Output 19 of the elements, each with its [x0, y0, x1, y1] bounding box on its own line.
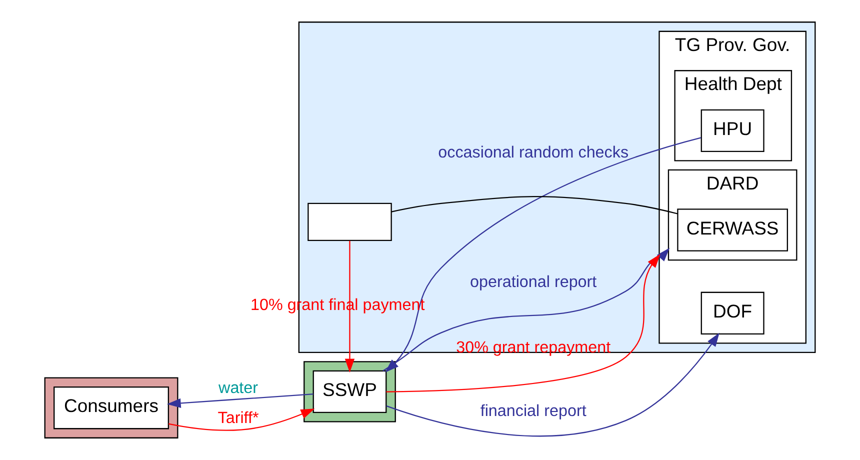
node-box: DOF — [700, 292, 764, 335]
arrow — [168, 408, 315, 431]
edge-label: operational report — [470, 272, 597, 291]
connector — [391, 196, 678, 214]
arrow — [344, 240, 355, 373]
arrow — [166, 394, 314, 408]
node-box: CERWASS — [677, 208, 788, 252]
edge-label: financial report — [480, 402, 586, 420]
edge-label: 30% grant repayment — [456, 338, 611, 357]
cluster — [44, 377, 178, 438]
node-box: Consumers — [54, 386, 169, 430]
cluster — [304, 361, 396, 422]
edge-label: Tariff* — [218, 409, 259, 428]
node-box — [308, 202, 392, 241]
edge-label: water — [218, 379, 258, 398]
node-box: HPU — [700, 109, 764, 152]
arrow — [382, 248, 670, 372]
edge-label: occasional random checks — [438, 143, 629, 162]
node-box: SSWP — [312, 370, 387, 414]
